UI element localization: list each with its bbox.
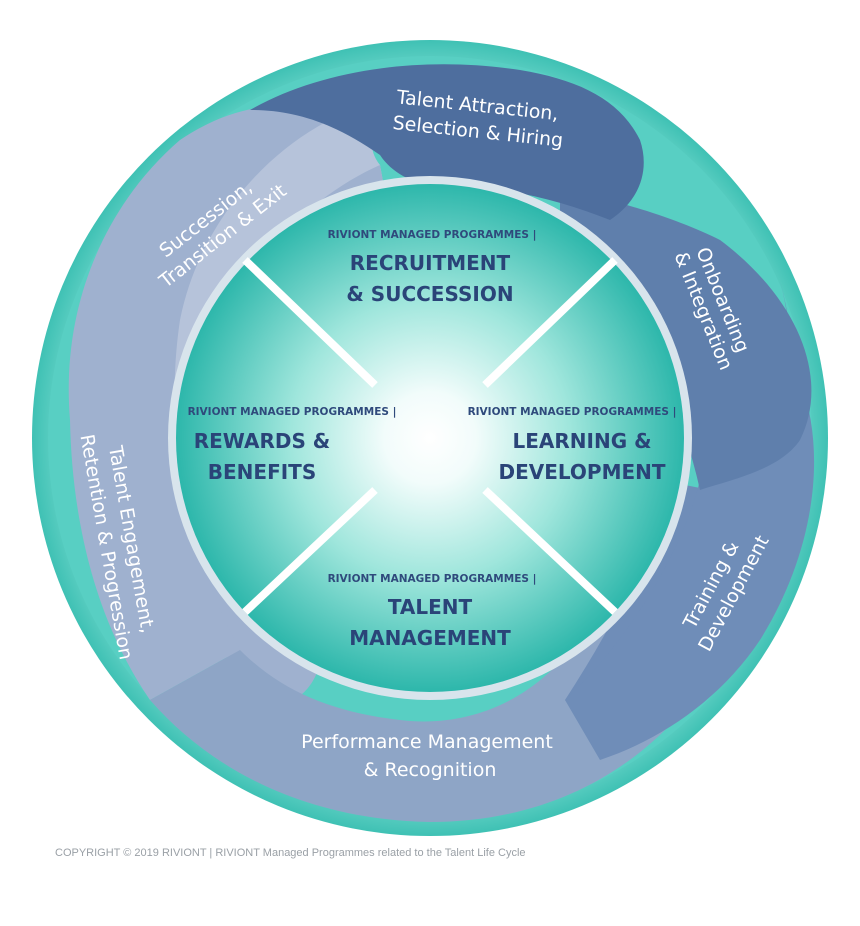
quadrant-top: RIVIONT MANAGED PROGRAMMES | RECRUITMENT… bbox=[328, 229, 537, 306]
quadrant-left-kicker: RIVIONT MANAGED PROGRAMMES | bbox=[188, 406, 397, 418]
quadrant-right-kicker: RIVIONT MANAGED PROGRAMMES | bbox=[468, 406, 677, 418]
copyright-footer: COPYRIGHT © 2019 RIVIONT | RIVIONT Manag… bbox=[55, 847, 526, 859]
quadrant-top-kicker: RIVIONT MANAGED PROGRAMMES | bbox=[328, 229, 537, 241]
segment-training-body bbox=[565, 380, 815, 760]
quadrant-left: RIVIONT MANAGED PROGRAMMES | REWARDS & B… bbox=[188, 406, 397, 484]
quadrant-left-title-line1: REWARDS & bbox=[194, 429, 331, 453]
segment-attraction bbox=[250, 64, 644, 220]
segment-performance bbox=[150, 600, 720, 822]
quadrant-bottom: RIVIONT MANAGED PROGRAMMES | TALENT MANA… bbox=[328, 573, 537, 650]
quadrant-top-title-line2: & SUCCESSION bbox=[346, 282, 513, 306]
quadrant-left-title-line2: BENEFITS bbox=[208, 460, 316, 484]
quadrant-bottom-title-line1: TALENT bbox=[388, 595, 473, 619]
segment-label-performance: Performance Management & Recognition bbox=[301, 731, 559, 781]
segment-engagement-body bbox=[68, 106, 330, 700]
quadrant-top-title-line1: RECRUITMENT bbox=[350, 251, 511, 275]
quadrant-dividers bbox=[242, 257, 618, 615]
quadrant-bottom-kicker: RIVIONT MANAGED PROGRAMMES | bbox=[328, 573, 537, 585]
quadrant-bottom-title-line2: MANAGEMENT bbox=[349, 626, 511, 650]
quadrant-right-title-line2: DEVELOPMENT bbox=[498, 460, 665, 484]
quadrant-right: RIVIONT MANAGED PROGRAMMES | LEARNING & … bbox=[468, 406, 677, 484]
quadrant-right-title-line1: LEARNING & bbox=[512, 429, 651, 453]
